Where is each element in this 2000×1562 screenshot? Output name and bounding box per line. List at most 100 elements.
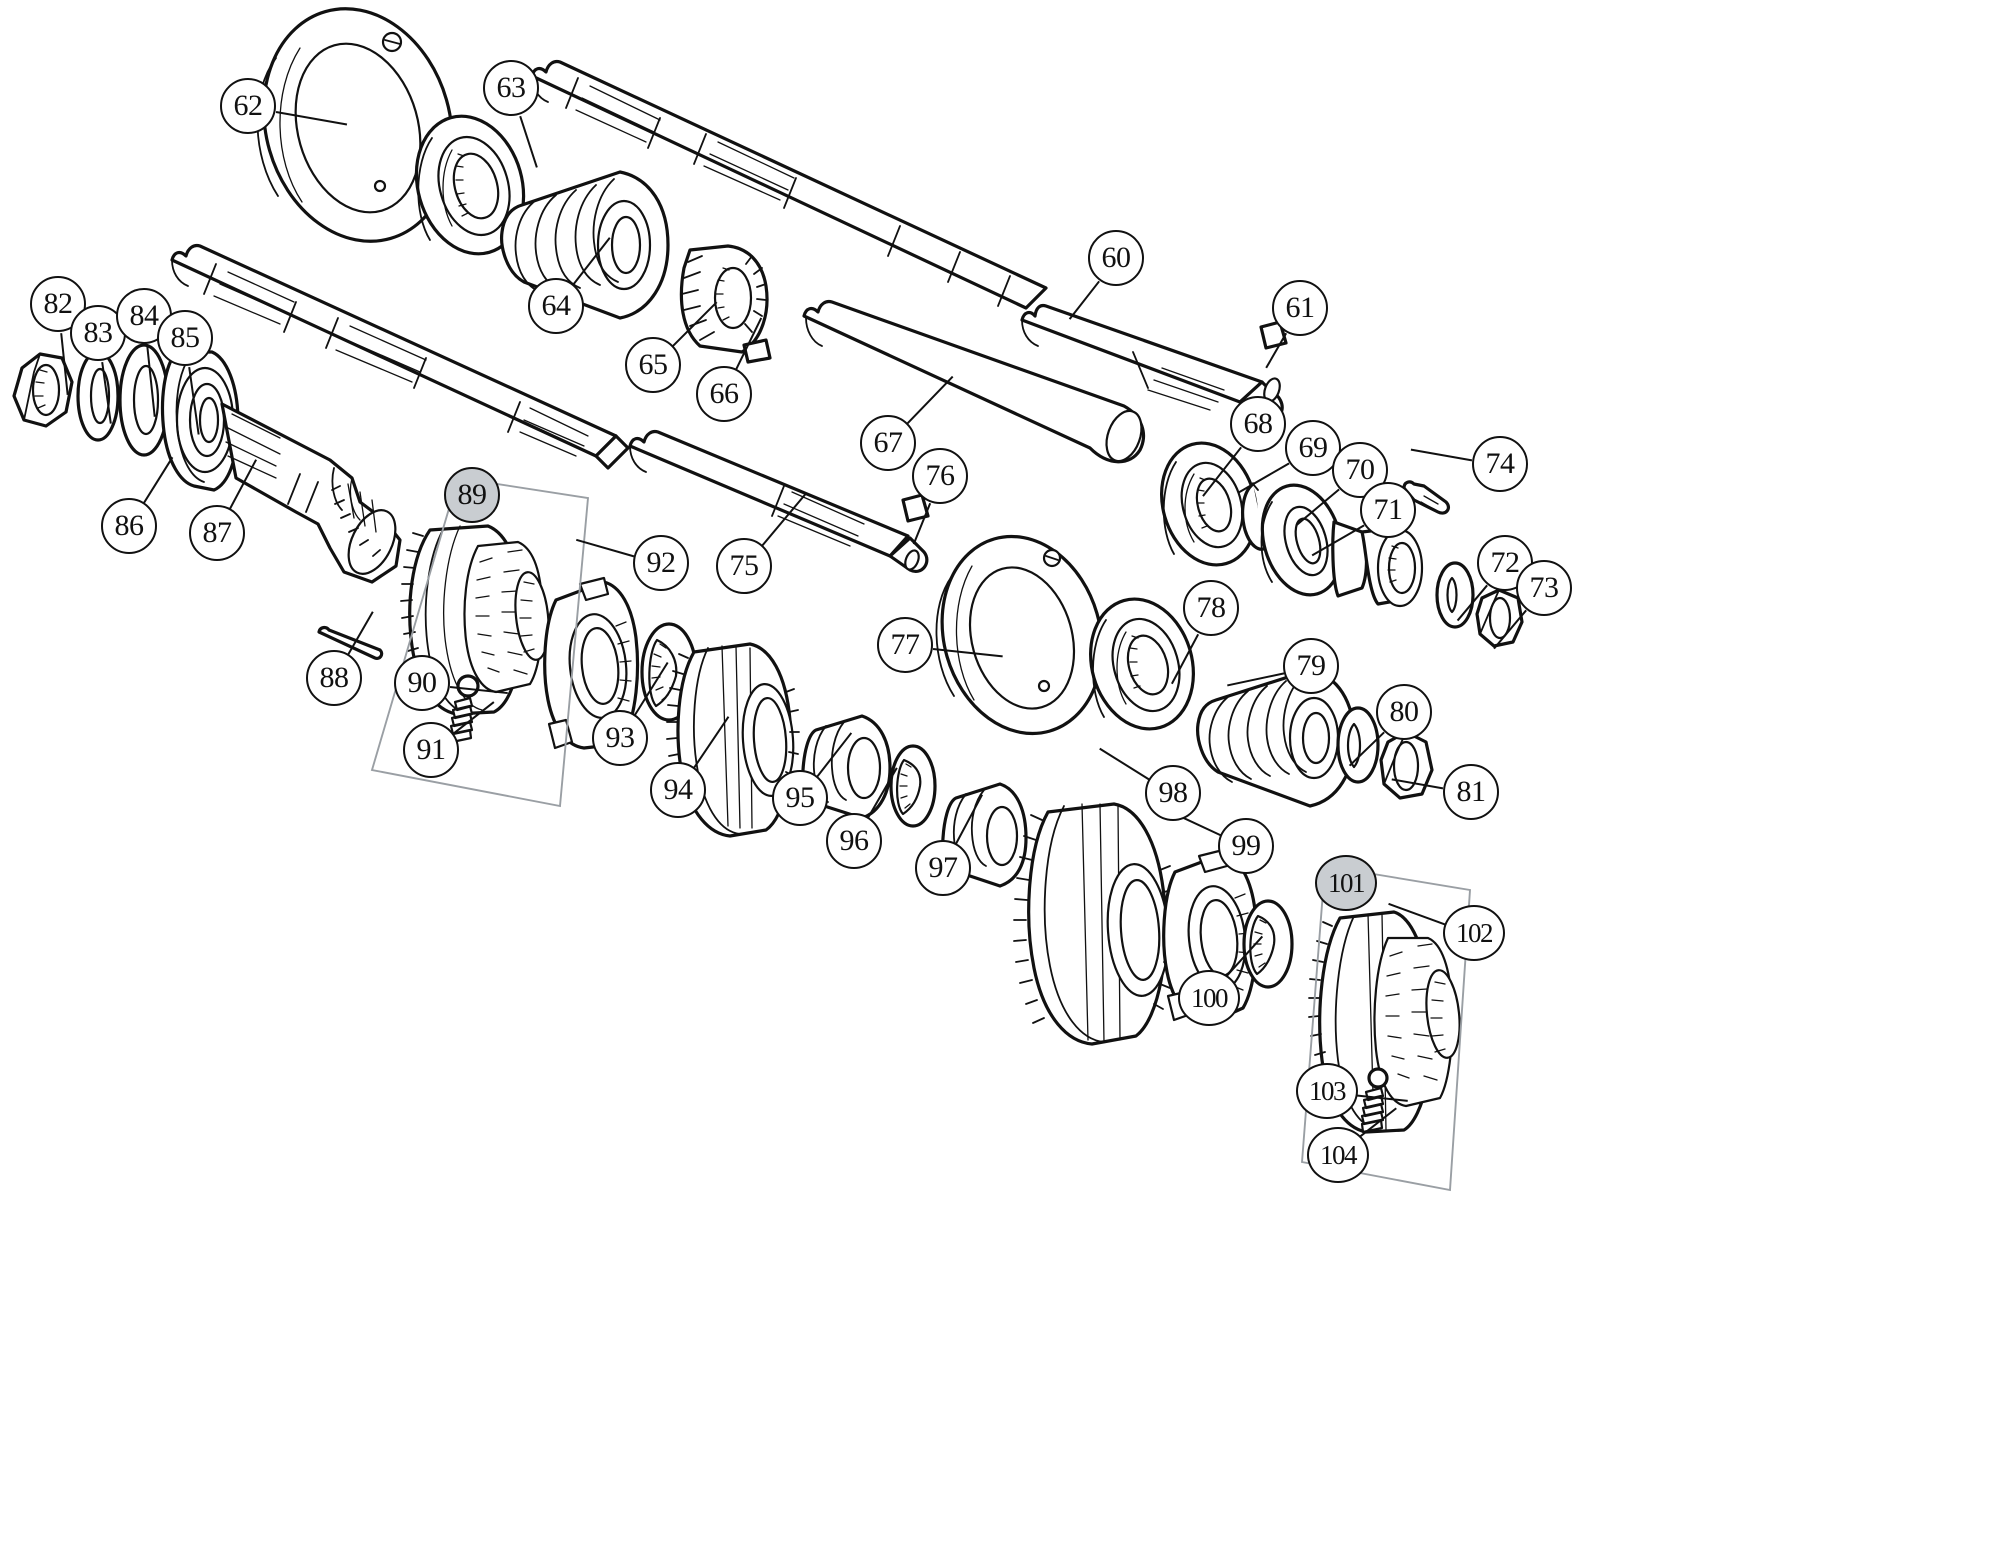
callout-96[interactable]: 96 [826,813,882,869]
callout-label: 80 [1389,695,1420,728]
callout-label: 98 [1158,776,1189,809]
callout-label: 70 [1345,453,1376,486]
callout-label: 63 [496,71,527,104]
callout-label: 72 [1490,546,1521,579]
callout-78[interactable]: 78 [1183,580,1239,636]
callout-67[interactable]: 67 [860,415,916,471]
callout-label: 87 [202,516,233,549]
callout-label: 71 [1373,493,1404,526]
part-73-hex-nut [1475,588,1524,648]
callout-label: 78 [1196,591,1227,624]
callout-65[interactable]: 65 [625,337,681,393]
callout-75[interactable]: 75 [716,538,772,594]
part-77-retainer-ring [935,534,1104,736]
callout-89[interactable]: 89 [444,467,500,523]
callout-label: 97 [928,851,959,884]
callout-label: 82 [43,287,74,320]
callout-98[interactable]: 98 [1145,765,1201,821]
callout-60[interactable]: 60 [1088,230,1144,286]
callout-82[interactable]: 82 [30,276,86,332]
callout-104[interactable]: 104 [1307,1127,1369,1183]
callout-64[interactable]: 64 [528,278,584,334]
callout-label: 61 [1285,291,1316,324]
callout-label: 96 [839,824,870,857]
callout-label: 83 [83,316,114,349]
callout-94[interactable]: 94 [650,762,706,818]
callout-68[interactable]: 68 [1230,396,1286,452]
callout-label: 62 [233,89,264,122]
callout-90[interactable]: 90 [394,655,450,711]
callout-79[interactable]: 79 [1283,638,1339,694]
callout-69[interactable]: 69 [1285,420,1341,476]
part-67-layshaft-tube [802,299,1146,464]
callout-100[interactable]: 100 [1178,970,1240,1026]
callout-91[interactable]: 91 [403,722,459,778]
callout-62[interactable]: 62 [220,78,276,134]
callout-88[interactable]: 88 [306,650,362,706]
callout-label: 79 [1296,649,1327,682]
callout-103[interactable]: 103 [1296,1063,1358,1119]
callout-87[interactable]: 87 [189,505,245,561]
callout-label: 73 [1529,571,1560,604]
callout-85[interactable]: 85 [157,310,213,366]
callout-label: 66 [709,377,740,410]
callout-86[interactable]: 86 [101,498,157,554]
callout-label: 64 [541,289,572,322]
callout-80[interactable]: 80 [1376,684,1432,740]
callout-99[interactable]: 99 [1218,818,1274,874]
part-66-woodruff-key [742,338,772,364]
callout-66[interactable]: 66 [696,366,752,422]
part-65-pinion-gear [679,244,769,354]
part-middle-mainshaft [170,243,630,470]
part-69-circlip [1241,482,1268,551]
callout-93[interactable]: 93 [592,710,648,766]
callout-77[interactable]: 77 [877,617,933,673]
callout-label: 91 [416,733,447,766]
callout-label: 85 [170,321,201,354]
part-100-tab-washer [1242,899,1294,989]
callout-92[interactable]: 92 [633,535,689,591]
callout-101[interactable]: 101 [1315,855,1377,911]
callout-71[interactable]: 71 [1360,482,1416,538]
part-103-detent-ball [1367,1067,1389,1089]
callout-label: 102 [1456,917,1494,948]
part-71-flanged-spacer [1331,520,1424,608]
callout-63[interactable]: 63 [483,60,539,116]
callout-label: 81 [1456,775,1487,808]
part-83-lock-washer [76,350,120,442]
part-96-tab-washer [889,744,937,828]
part-81-hex-nut [1379,730,1434,800]
callout-label: 92 [646,546,677,579]
callout-label: 77 [890,628,921,661]
callout-76[interactable]: 76 [912,448,968,504]
callout-95[interactable]: 95 [772,770,828,826]
callout-label: 101 [1328,867,1366,898]
part-76-key-block [901,493,930,523]
callout-81[interactable]: 81 [1443,764,1499,820]
part-82-hex-nut [12,352,74,428]
part-62-retainer-ring [256,7,454,243]
callout-label: 60 [1101,241,1132,274]
callout-97[interactable]: 97 [915,840,971,896]
callout-label: 84 [129,299,160,332]
part-64-hub-spacer [500,170,670,320]
part-79-hub-spacer [1196,668,1356,808]
highlight-box-101 [1300,864,1472,1192]
callout-84[interactable]: 84 [116,288,172,344]
part-75-splined-shaft [628,429,929,573]
part-101-102-synchro-hub [1308,910,1461,1134]
callout-label: 99 [1231,829,1262,862]
callout-61[interactable]: 61 [1272,280,1328,336]
callout-label: 76 [925,459,956,492]
callout-102[interactable]: 102 [1443,905,1505,961]
callout-label: 74 [1485,447,1516,480]
callout-label: 103 [1309,1075,1347,1106]
callout-label: 89 [457,478,488,511]
part-88-roll-pin [317,625,384,660]
callout-74[interactable]: 74 [1472,436,1528,492]
callout-73[interactable]: 73 [1516,560,1572,616]
callout-label: 69 [1298,431,1329,464]
callout-label: 68 [1243,407,1274,440]
